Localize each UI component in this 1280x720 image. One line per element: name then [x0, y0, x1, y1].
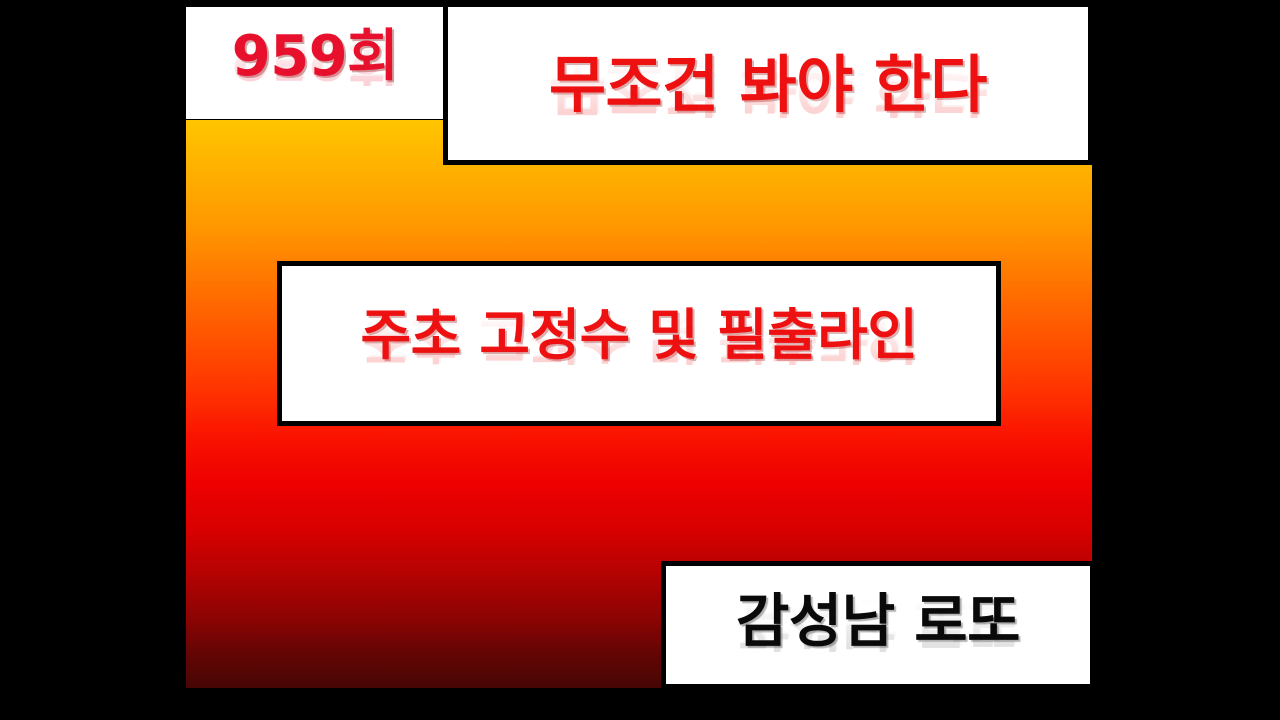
headline-label: 무조건 봐야 한다 — [549, 48, 987, 121]
headline-box: 무조건 봐야 한다 무조건 봐야 한다 — [443, 7, 1093, 165]
brand-label: 감성남 로또 — [736, 587, 1021, 655]
subtitle-label: 주초 고정수 및 필출라인 — [360, 303, 918, 367]
issue-number-label: 959회 — [231, 24, 399, 89]
subtitle-box: 주초 고정수 및 필출라인 주초 고정수 및 필출라인 — [277, 261, 1001, 426]
headline-text-group: 무조건 봐야 한다 무조건 봐야 한다 — [448, 48, 1088, 160]
brand-box: 감성남 로또 감성남 로또 — [661, 561, 1095, 689]
subtitle-text-group: 주초 고정수 및 필출라인 주초 고정수 및 필출라인 — [282, 303, 996, 420]
brand-text-group: 감성남 로또 감성남 로또 — [666, 587, 1090, 684]
issue-number-badge: 959회 959회 — [186, 7, 444, 119]
issue-number-text-group: 959회 959회 — [186, 24, 444, 119]
